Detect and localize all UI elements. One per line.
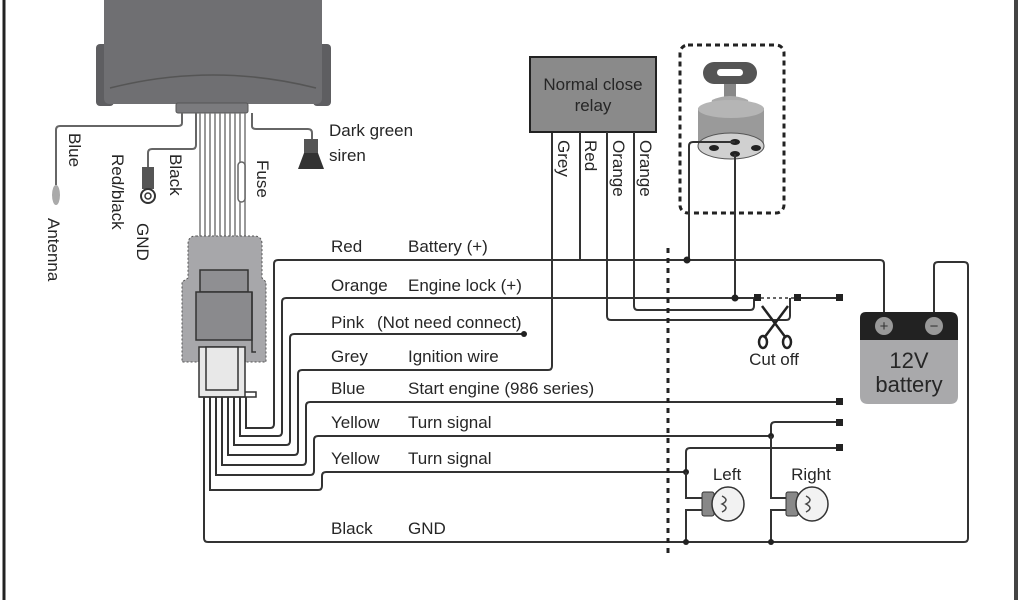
harness-connector <box>181 235 267 398</box>
wire-left-lamp-feed <box>685 447 838 472</box>
label-turn-signal-2: Turn signal <box>408 449 491 468</box>
label-fuse: Fuse <box>253 160 272 198</box>
siren-wire <box>251 113 313 140</box>
left-lamp-icon <box>701 486 745 522</box>
ignition-key-icon <box>697 62 765 160</box>
label-black-top: Black <box>166 154 185 196</box>
relay-wire-label-grey: Grey <box>554 140 573 177</box>
label-blue: Blue <box>331 379 365 398</box>
left-lamp-wires <box>685 472 702 542</box>
terminal-square <box>754 294 761 301</box>
antenna-tip-icon <box>52 185 60 205</box>
fuse-icon <box>237 161 246 203</box>
relay-wire-label-orange-2: Orange <box>636 140 655 197</box>
junction-dot <box>768 539 774 545</box>
terminal-square <box>836 398 843 405</box>
label-gnd-top: GND <box>133 223 152 261</box>
wire-blue-start <box>221 397 838 466</box>
battery-plus-label: + <box>880 318 889 335</box>
junction-dot <box>731 294 739 302</box>
wire-orange-engine-lock <box>239 297 758 437</box>
terminal-square <box>836 294 843 301</box>
terminal-square <box>836 419 843 426</box>
wire-grey-ignition <box>227 130 553 456</box>
label-left-lamp: Left <box>713 465 742 484</box>
wire-yellow-1 <box>215 397 772 476</box>
wire-right-lamp-feed <box>770 421 838 436</box>
scissors-icon <box>757 305 793 350</box>
label-start-engine: Start engine (986 series) <box>408 379 594 398</box>
wire-red-battery <box>245 259 885 429</box>
label-yellow-1: Yellow <box>331 413 380 432</box>
label-siren: siren <box>329 146 366 165</box>
label-red: Red <box>331 237 362 256</box>
label-orange: Orange <box>331 276 388 295</box>
relay-wire-label-orange-1: Orange <box>609 140 628 197</box>
label-dark-green: Dark green <box>329 121 413 140</box>
battery-minus-label: − <box>930 318 939 335</box>
battery-label: battery <box>875 372 942 397</box>
ignition-switch-box <box>678 43 786 215</box>
relay-label-line2: relay <box>575 96 612 115</box>
relay-wire-orange-1 <box>606 132 791 321</box>
right-lamp-wires <box>770 436 786 542</box>
label-antenna: Antenna <box>44 218 63 282</box>
wire-pink <box>233 333 524 446</box>
label-grey: Grey <box>331 347 368 366</box>
label-not-need-connect: (Not need connect) <box>377 313 522 332</box>
relay: Normal close relay <box>529 56 657 133</box>
label-turn-signal-1: Turn signal <box>408 413 491 432</box>
label-red-black: Red/black <box>108 154 127 230</box>
relay-wire-orange-2 <box>633 132 755 311</box>
terminal-square <box>794 294 801 301</box>
wire-black-gnd <box>203 261 969 543</box>
label-engine-lock: Engine lock (+) <box>408 276 522 295</box>
junction-dot <box>683 256 691 264</box>
label-cut-off: Cut off <box>749 350 799 369</box>
right-lamp-icon <box>785 486 829 522</box>
junction-dot <box>683 539 689 545</box>
label-battery-plus: Battery (+) <box>408 237 488 256</box>
battery-icon: + − 12V battery <box>860 312 958 404</box>
label-ignition-wire: Ignition wire <box>408 347 499 366</box>
battery-voltage-label: 12V <box>889 348 928 373</box>
label-black: Black <box>331 519 373 538</box>
wire-yellow-2 <box>209 397 686 491</box>
relay-wire-label-red: Red <box>581 140 600 171</box>
siren-icon-body <box>304 139 318 153</box>
label-pink: Pink <box>331 313 365 332</box>
ground-lug-icon <box>142 167 154 189</box>
relay-label-line1: Normal close <box>543 75 642 94</box>
siren-icon <box>298 153 324 169</box>
ground-wire <box>147 113 197 168</box>
antenna-wire <box>55 113 183 185</box>
ignition-wire-1 <box>688 141 735 260</box>
terminal-square <box>836 444 843 451</box>
label-blue-antenna-wire: Blue <box>65 133 84 167</box>
alarm-module <box>96 0 331 114</box>
label-gnd: GND <box>408 519 446 538</box>
harness-labels: Red Battery (+) Orange Engine lock (+) P… <box>331 237 594 538</box>
label-right-lamp: Right <box>791 465 831 484</box>
label-yellow-2: Yellow <box>331 449 380 468</box>
pink-wire-end-dot <box>521 331 527 337</box>
